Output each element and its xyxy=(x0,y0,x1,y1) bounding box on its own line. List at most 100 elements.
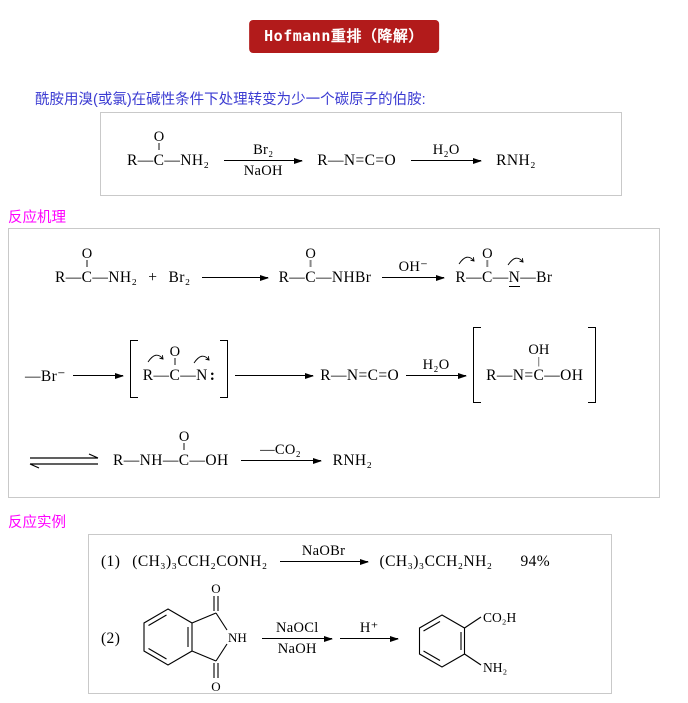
formula-fragment: R— xyxy=(127,152,154,169)
curved-arrow-icon xyxy=(147,354,164,363)
arrow-label-bottom: NaOH xyxy=(243,163,283,180)
carbamic-acid-structure: R—NH—O‖C—OH xyxy=(113,429,229,470)
arrow-label-top: OH⁻ xyxy=(398,258,429,275)
double-bond-icon: ‖ xyxy=(85,259,89,270)
lone-pair: : xyxy=(209,367,216,384)
formula-fragment: R— xyxy=(278,269,306,286)
single-bond-icon: | xyxy=(537,355,540,368)
reaction-arrow: NaOBr xyxy=(279,541,368,583)
nitrogen-anion: N xyxy=(507,257,524,287)
nh2-label: NH₂ xyxy=(483,660,507,675)
atom-label-c: C xyxy=(178,452,190,469)
carbonyl-group: O‖C xyxy=(82,246,93,287)
reaction-arrow: OH⁻ xyxy=(382,257,445,299)
carbonyl-oxygen-stack: O‖ xyxy=(153,128,165,152)
bond: — xyxy=(180,367,197,384)
carbonyl-group: O‖C xyxy=(169,344,181,385)
arrow-line xyxy=(72,374,123,377)
atom-label-c: C xyxy=(169,367,181,384)
mechanism-box: R—O‖C—NH₂ + Br₂ R—O‖C—NHBr OH⁻ R—O‖C—N—B… xyxy=(8,228,660,498)
phthalimide-structure: O O NH xyxy=(143,583,247,694)
left-bracket xyxy=(129,340,138,398)
isocyanate-formula: R—N=C=O xyxy=(320,367,400,384)
intro-text: 酰胺用溴(或氯)在碱性条件下处理转变为少一个碳原子的伯胺: xyxy=(35,92,426,108)
arrow-label-top: Br₂ xyxy=(253,141,274,158)
title-banner: Hofmann重排（降解） xyxy=(249,20,439,53)
hydroxyl-carbon: OH|C xyxy=(528,343,549,385)
hydroxyl-stack: OH| xyxy=(528,343,549,367)
double-bond-icon: ‖ xyxy=(182,442,186,453)
double-bond-icon: ‖ xyxy=(173,357,177,368)
n-bromoamide-structure: R—O‖C—NHBr xyxy=(278,246,372,287)
atom-label-c: C xyxy=(533,367,545,384)
formula-fragment: —NHBr xyxy=(315,269,372,286)
reaction-arrow xyxy=(72,355,123,397)
atom-label-n: N xyxy=(196,367,208,384)
atom-label-o: O xyxy=(212,583,221,596)
formula-fragment: R— xyxy=(55,269,82,286)
nh-label: NH xyxy=(228,630,247,645)
atom-label-o: O xyxy=(153,128,165,145)
arrow-line xyxy=(235,374,314,377)
double-bond-icon: ‖ xyxy=(309,259,312,270)
curved-arrow-icon xyxy=(458,256,475,265)
section-label-mechanism: 反应机理 xyxy=(8,210,66,226)
formula-fragment: —NH₂ xyxy=(92,269,138,286)
right-bracket xyxy=(588,327,597,403)
mechanism-row-3: R—NH—O‖C—OH —CO₂ RNH₂ xyxy=(9,429,659,491)
acylnitrene-structure: R—O‖C—N: xyxy=(142,344,216,385)
carbonyl-oxygen-stack: O‖ xyxy=(178,428,190,453)
ex1-product-formula: (CH₃)₃CCH₂NH₂ xyxy=(379,553,493,571)
acylnitrene-intermediate: R—O‖C—N: xyxy=(129,340,229,405)
arrow-label-top: H₂O xyxy=(432,141,460,158)
atom-label-c: C xyxy=(481,269,493,286)
arrow-line xyxy=(279,561,368,563)
curved-arrow-icon xyxy=(507,257,524,266)
examples-box: (1) (CH₃)₃CCH₂CONH₂ NaOBr (CH₃)₃CCH₂NH₂ … xyxy=(88,534,612,694)
example-1-label: (1) xyxy=(101,553,121,571)
arrow-line xyxy=(201,276,268,279)
example-2-label: (2) xyxy=(101,630,121,648)
arrow-label-top: H₂O xyxy=(422,356,450,373)
carbonyl-group: O‖C xyxy=(305,246,316,287)
reaction-arrow: —CO₂ xyxy=(240,440,321,482)
carbonyl-group: O‖C xyxy=(153,129,165,170)
carbonyl-group: O‖C xyxy=(178,429,190,470)
double-bond-icon: ‖ xyxy=(485,259,489,270)
arrow-line xyxy=(340,638,399,640)
section-label-examples: 反应实例 xyxy=(8,515,66,531)
co2h-label: CO₂H xyxy=(483,610,516,625)
reaction-arrow xyxy=(201,257,268,299)
atom-label-n: N xyxy=(508,269,521,287)
curved-arrow-icon xyxy=(193,355,210,364)
arrow-line xyxy=(411,159,482,162)
ex1-yield: 94% xyxy=(520,553,551,571)
formula-fragment: —NH₂ xyxy=(164,152,210,169)
example-2-row: (2) O O NH xyxy=(89,583,611,695)
mechanism-row-1: R—O‖C—NH₂ + Br₂ R—O‖C—NHBr OH⁻ R—O‖C—N—B… xyxy=(9,235,659,321)
atom-label-br: Br xyxy=(536,269,553,286)
atom-label-c: C xyxy=(153,152,165,169)
equilibrium-arrow-icon xyxy=(29,453,99,469)
amide-structure: R—O‖C—NH₂ xyxy=(127,129,210,170)
amine-product-formula: RNH₂ xyxy=(496,152,536,169)
arrow-label-bottom: NaOH xyxy=(277,641,317,658)
carbonyl-oxygen-stack: O‖ xyxy=(482,246,492,270)
bromine-formula: Br₂ xyxy=(168,269,191,286)
arrow-line xyxy=(262,638,333,640)
oh-label: OH xyxy=(528,341,550,358)
formula-fragment: R— xyxy=(142,367,170,384)
arrow-line xyxy=(382,276,445,279)
bond: — xyxy=(520,269,537,286)
reaction-arrow xyxy=(235,355,314,397)
isocyanate-formula: R—N=C=O xyxy=(317,152,397,169)
arrow-line xyxy=(240,459,321,462)
formula-fragment: —OH xyxy=(189,452,229,469)
reaction-arrow: H₂O xyxy=(411,140,482,182)
arrow-line xyxy=(406,374,467,377)
amide-anion-structure: R—O‖C—N—Br xyxy=(455,246,553,287)
reaction-arrow: H₂O xyxy=(406,355,467,397)
atom-label-o: O xyxy=(178,428,190,445)
carbonyl-oxygen-stack: O‖ xyxy=(170,344,180,368)
